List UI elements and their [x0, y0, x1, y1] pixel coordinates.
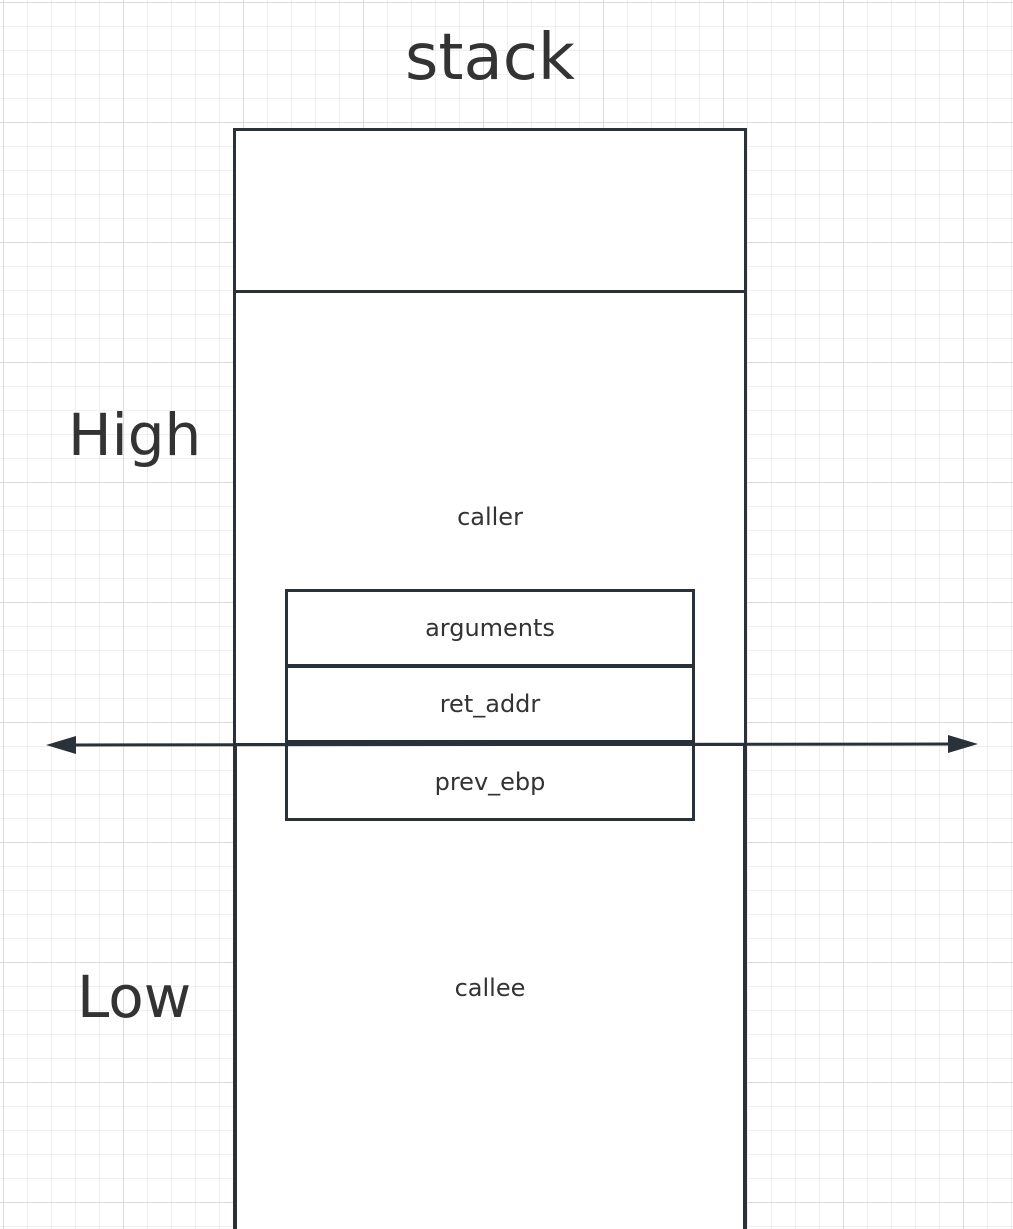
- prev-ebp-label: prev_ebp: [434, 768, 546, 796]
- low-address-label: Low: [77, 963, 192, 1031]
- callee-label: callee: [454, 974, 526, 1002]
- arguments-cell: arguments: [285, 589, 695, 667]
- arguments-label: arguments: [425, 614, 555, 642]
- arrow-right-head: [948, 735, 978, 753]
- ret-addr-label: ret_addr: [439, 690, 541, 718]
- diagram-title: stack: [405, 21, 575, 95]
- caller-label: caller: [457, 503, 523, 531]
- stack-top-region: [233, 128, 747, 293]
- ret-addr-cell: ret_addr: [285, 665, 695, 743]
- prev-ebp-cell: prev_ebp: [285, 743, 695, 821]
- high-address-label: High: [68, 401, 202, 469]
- arrow-left-head: [46, 736, 76, 754]
